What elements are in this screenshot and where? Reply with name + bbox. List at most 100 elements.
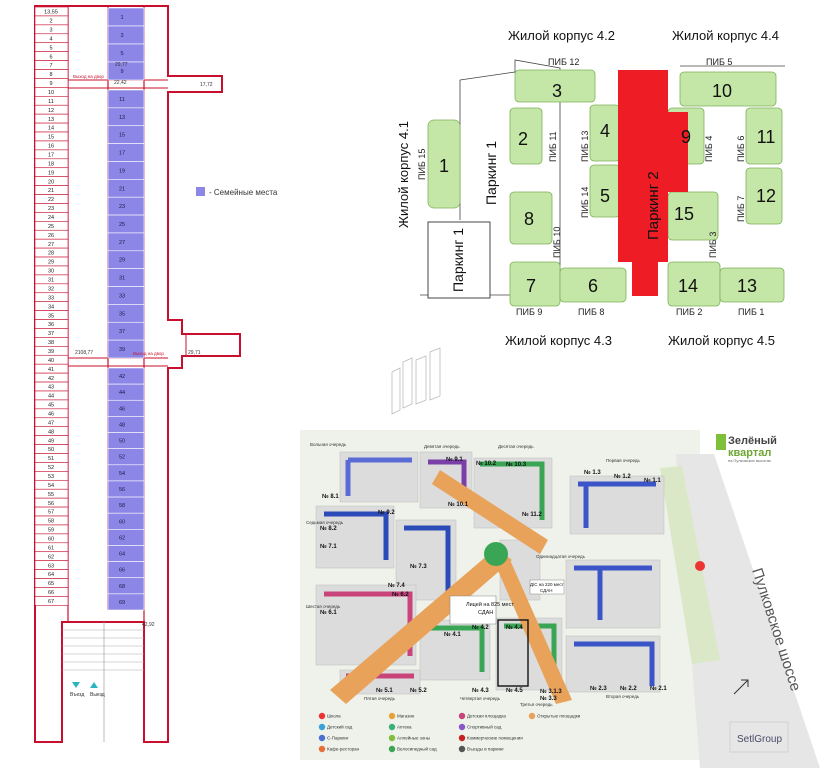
parking-spot-number: 63	[48, 563, 54, 569]
parking-spot-number: 33	[119, 293, 125, 299]
parking-spot-number: 64	[119, 552, 125, 558]
parking-spot-number: 5	[49, 45, 52, 51]
parking-1-box	[427, 221, 491, 299]
building-section-1	[427, 119, 461, 209]
boulevard	[496, 560, 572, 704]
parking-spot-number: 49	[48, 438, 54, 444]
block-label: № 10.2	[476, 460, 497, 467]
parking-spot-number: 17	[48, 153, 54, 159]
legend-icon	[318, 745, 326, 753]
legend-label: Спортивный сад	[467, 724, 502, 730]
queue-label: Первая очередь	[606, 458, 641, 463]
block-label: № 4.5	[506, 687, 523, 694]
family-spot-legend-swatch	[196, 187, 205, 196]
ramp: Въезд Выезд	[61, 622, 144, 742]
pib-label: ПИБ 5	[706, 57, 732, 67]
family-parking-spot	[107, 464, 145, 482]
area-label: 17,72	[200, 82, 213, 88]
section-number: 13	[737, 276, 757, 296]
parking-spot-number: 30	[48, 269, 54, 275]
parking-spot-number: 10	[48, 90, 54, 96]
block-label: № 2.2	[620, 685, 637, 692]
family-parking-spot	[107, 339, 145, 359]
parking-spot-number: 6	[49, 54, 52, 60]
parking-spot-number: 29	[119, 258, 125, 264]
section-number: 9	[681, 127, 691, 147]
parking-spot-number: 35	[48, 313, 54, 319]
legend-label: Детская площадка	[467, 714, 506, 719]
parking-spot-number: 20	[48, 179, 54, 185]
family-parking-spot	[107, 43, 145, 63]
legend-icon	[458, 745, 466, 753]
family-parking-spot	[107, 321, 145, 341]
highlight-box	[497, 619, 529, 687]
parking-floor-plan: 13,5523456789101112131415161718192021222…	[34, 5, 278, 743]
legend-label: Кафе-ресторан	[327, 747, 360, 752]
pib-label: ПИБ 15	[417, 149, 427, 180]
entrance-arrow-icon	[72, 682, 80, 688]
site-plan: Паркинг 2 Паркинг 1 Паркинг 1 1 2 3 4 5 …	[396, 28, 785, 348]
parking-spot-number: 39	[48, 349, 54, 355]
parking-spot-number: 29	[48, 260, 54, 266]
parking-spot-number: 42	[48, 376, 54, 382]
legend-label: Въезды в паркинг	[467, 747, 504, 752]
section-number: 4	[600, 121, 610, 141]
family-parking-spot	[107, 577, 145, 595]
parking-spot-number: 46	[48, 411, 54, 417]
parking-spot-number: 38	[48, 340, 54, 346]
block-label: № 7.4	[388, 582, 405, 589]
family-parking-spot	[107, 107, 145, 127]
svg-text:на Пулковских высотах: на Пулковских высотах	[728, 458, 771, 463]
parking-spot-number: 48	[48, 429, 54, 435]
family-parking-spot	[107, 529, 145, 546]
family-parking-spot	[107, 179, 145, 198]
parking-spot-number: 26	[48, 233, 54, 239]
parking-spot-number: 1	[120, 15, 123, 21]
block-label: № 6.1	[320, 609, 337, 616]
legend-icon	[458, 712, 466, 720]
family-parking-spot	[107, 416, 145, 433]
faint-artifact	[391, 347, 441, 415]
legend-icon	[318, 723, 326, 731]
parking-spot-number: 3	[120, 33, 123, 39]
parking-spot-number: 50	[48, 447, 54, 453]
block-label: № 9.1	[446, 456, 463, 463]
family-parking-spot	[107, 214, 145, 234]
family-parking-spot	[107, 268, 145, 287]
block-label: № 1.3	[584, 469, 601, 476]
legend-icon	[528, 712, 536, 720]
road	[676, 454, 820, 768]
parking-spot-number: 24	[48, 215, 54, 221]
exit-label: Выезд	[90, 692, 105, 698]
parking-spot-number: 9	[120, 69, 123, 75]
kindergarten-sub: СДАН	[540, 588, 552, 593]
building-label-4-2: Жилой корпус 4.2	[508, 28, 615, 43]
parking-spot-number: 8	[49, 72, 52, 78]
parking-spot-number: 50	[119, 439, 125, 445]
parking-spot-number: 28	[48, 251, 54, 257]
family-parking-spot	[107, 89, 145, 109]
family-parking-spot	[107, 399, 145, 417]
building-section-6	[559, 267, 627, 303]
family-parking-spot	[107, 196, 145, 216]
family-parking-spot	[107, 286, 145, 305]
parking-spot-number: 64	[48, 572, 54, 578]
building-section-13	[719, 267, 785, 303]
queue-label: Четвертая очередь	[460, 696, 501, 701]
family-parking-spot	[107, 496, 145, 514]
parking-spot-number: 62	[119, 535, 125, 541]
parking-spot-number: 57	[48, 510, 54, 516]
parking-spot-number: 11	[119, 97, 125, 103]
parking-spot-number: 66	[48, 590, 54, 596]
parking-spot-number: 34	[48, 304, 54, 310]
section-number: 14	[678, 276, 698, 296]
parking-spot-number: 55	[48, 492, 54, 498]
pib-label: ПИБ 7	[736, 196, 746, 222]
legend-label: Велосипедный сад	[397, 746, 437, 752]
legend-icon	[388, 734, 396, 742]
pib-label: ПИБ 1	[738, 307, 764, 317]
parking-spot-number: 66	[119, 568, 125, 574]
parking-spot-number: 37	[119, 329, 125, 335]
queue-label: Вторая очередь	[606, 694, 640, 699]
section-number: 6	[588, 276, 598, 296]
